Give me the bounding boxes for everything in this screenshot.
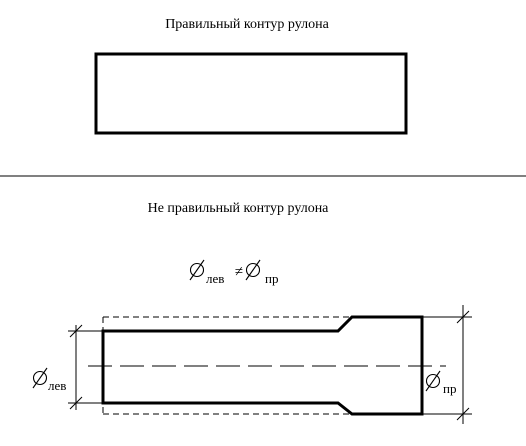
incorrect-contour-title: Не правильный контур рулона [148,201,330,216]
diameter-icon [189,259,205,281]
correct-roll-contour [94,52,408,135]
formula-left-subscript: лев [206,271,224,286]
diameter-icon [425,370,441,392]
right-diameter-dimension [422,305,472,424]
diameter-icon [245,259,261,281]
diameter-inequality-formula: лев ≠ пр [189,259,278,286]
formula-right-subscript: пр [265,271,278,286]
left-diameter-subscript: лев [48,378,66,393]
left-diameter-dimension [68,324,103,410]
diameter-icon [32,367,48,389]
correct-contour-title: Правильный контур рулона [165,17,329,32]
right-diameter-subscript: пр [443,381,456,396]
formula-inequality-sign: ≠ [235,264,243,280]
